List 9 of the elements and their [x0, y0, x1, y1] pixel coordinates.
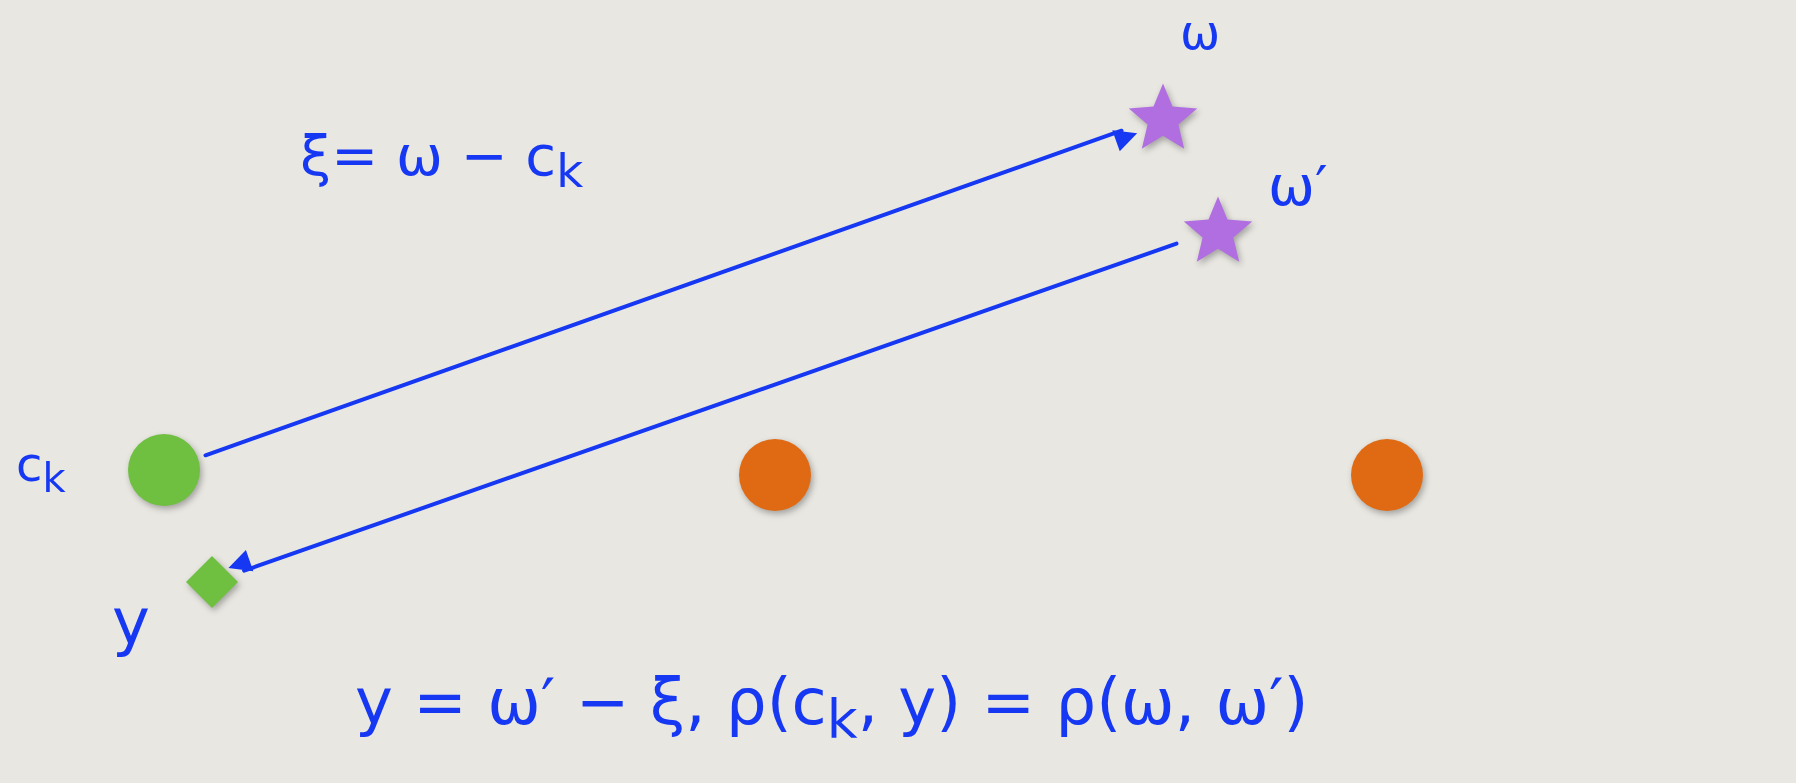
formula-text: y = ω′ − ξ, ρ(c$_{k}$, y) = ρ(ω, ω′) [355, 670, 1309, 747]
diamond-marker [186, 556, 238, 608]
point-label: ω [1180, 8, 1221, 56]
dot-marker [739, 439, 811, 511]
point-label: c$_{k}$ [16, 440, 66, 498]
dot-marker [1351, 439, 1423, 511]
point-label: ω′ [1268, 158, 1328, 214]
arrow [203, 128, 1138, 458]
dot-marker [128, 434, 200, 506]
